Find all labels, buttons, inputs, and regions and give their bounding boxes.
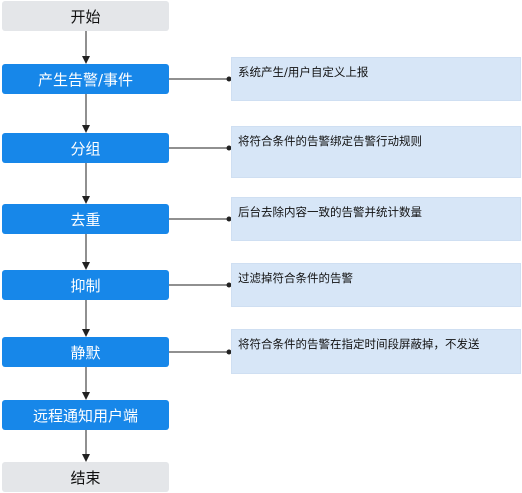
note-text: 过滤掉符合条件的告警 — [238, 271, 353, 285]
step-silence: 静默 — [2, 337, 169, 367]
note-group: 将符合条件的告警绑定告警行动规则 — [231, 126, 521, 178]
end-label: 结束 — [70, 468, 101, 487]
note-text: 将符合条件的告警绑定告警行动规则 — [238, 134, 422, 148]
note-connector-dot — [226, 216, 232, 222]
note-dedup: 后台去除内容一致的告警并统计数量 — [231, 197, 521, 241]
step-group: 分组 — [2, 133, 169, 163]
end-node: 结束 — [2, 462, 169, 492]
step-generate-alert: 产生告警/事件 — [2, 64, 169, 94]
step-remote-notify: 远程通知用户端 — [2, 400, 169, 430]
note-text: 后台去除内容一致的告警并统计数量 — [238, 205, 422, 219]
step-suppress: 抑制 — [2, 270, 169, 300]
start-node: 开始 — [2, 1, 169, 31]
note-suppress: 过滤掉符合条件的告警 — [231, 263, 521, 307]
step-label: 远程通知用户端 — [32, 406, 138, 425]
step-label: 抑制 — [70, 276, 101, 295]
note-text: 将符合条件的告警在指定时间段屏蔽掉，不发送 — [238, 337, 480, 351]
note-connector-dot — [226, 282, 232, 288]
note-connector-dot — [226, 349, 232, 355]
step-label: 静默 — [70, 343, 101, 362]
note-text: 系统产生/用户自定义上报 — [238, 65, 369, 79]
note-generate-alert: 系统产生/用户自定义上报 — [231, 57, 521, 101]
start-label: 开始 — [70, 7, 101, 26]
step-dedup: 去重 — [2, 204, 169, 234]
note-silence: 将符合条件的告警在指定时间段屏蔽掉，不发送 — [231, 329, 521, 374]
step-label: 去重 — [70, 210, 101, 229]
step-label: 分组 — [70, 139, 101, 158]
note-connector-dot — [226, 145, 232, 151]
step-label: 产生告警/事件 — [37, 70, 134, 89]
note-connector-dot — [226, 76, 232, 82]
